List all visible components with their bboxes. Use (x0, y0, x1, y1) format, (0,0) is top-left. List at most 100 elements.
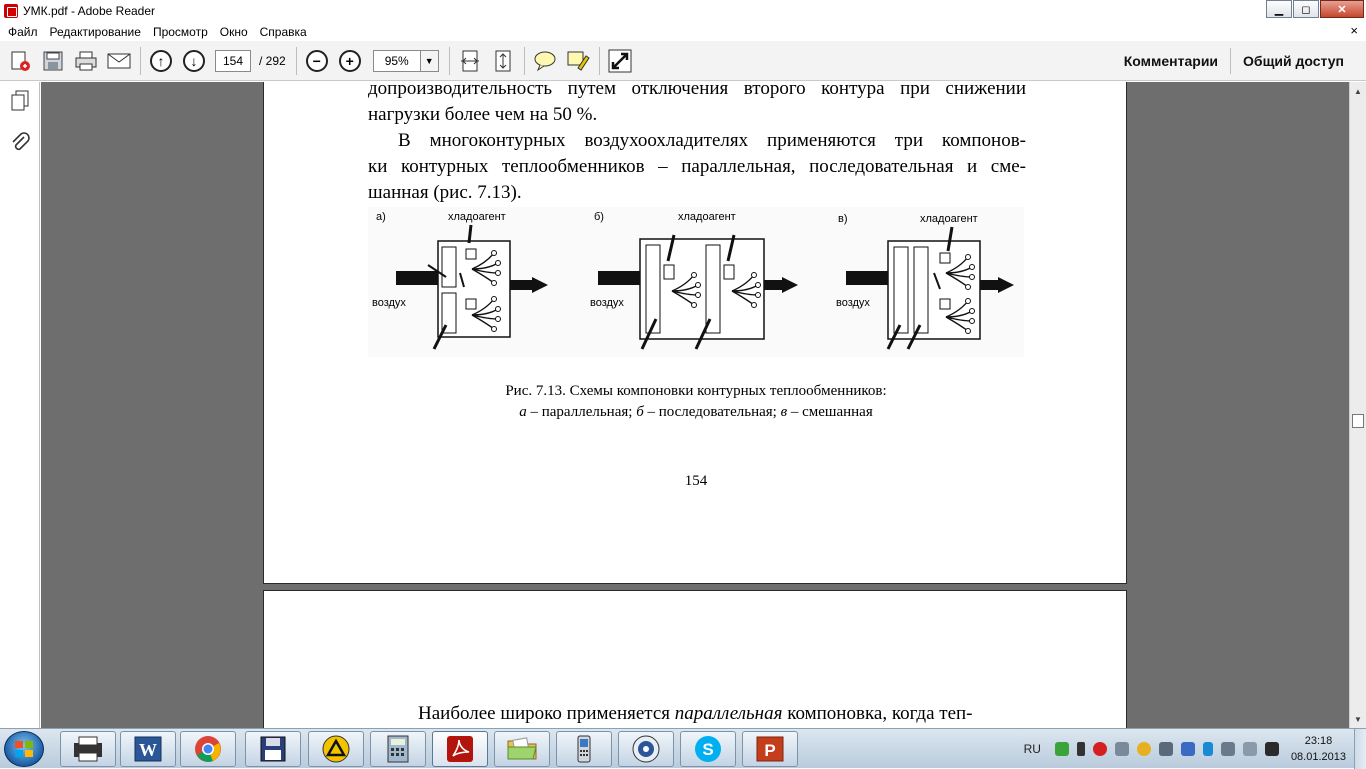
email-icon (107, 53, 131, 68)
save-button[interactable] (39, 47, 67, 75)
figure-label-air: воздух (590, 297, 624, 309)
taskbar-app-daemon[interactable] (308, 731, 364, 767)
taskbar-app-adobe-reader[interactable] (432, 731, 488, 767)
pages-button[interactable] (10, 90, 30, 112)
zoom-value: 95% (384, 53, 409, 68)
close-button[interactable]: ✕ (1320, 0, 1364, 18)
print-icon (75, 51, 97, 70)
scheme-sequential (598, 234, 798, 350)
zoom-out-button[interactable]: − (303, 47, 331, 75)
share-pane-button[interactable]: Общий доступ (1243, 53, 1344, 69)
fit-page-button[interactable] (456, 47, 484, 75)
previous-page-button[interactable]: ↑ (147, 47, 175, 75)
battery-icon[interactable] (1076, 742, 1085, 756)
menu-help[interactable]: Справка (259, 24, 307, 39)
fit-page-icon (460, 50, 479, 71)
language-indicator[interactable]: RU (1023, 742, 1041, 756)
pdf-page: допроизводительность путем отключения вт… (263, 82, 1127, 584)
fit-width-button[interactable] (489, 47, 517, 75)
taskbar-app-calculator[interactable] (370, 731, 426, 767)
taskbar-app-phone[interactable] (556, 731, 612, 767)
close-document-button[interactable]: × (1350, 23, 1358, 38)
next-page-icon: ↓ (183, 49, 205, 72)
print-button[interactable] (72, 47, 100, 75)
minimize-button[interactable]: ▁ (1266, 0, 1292, 18)
menu-view[interactable]: Просмотр (152, 24, 208, 39)
navigation-panel (0, 82, 40, 728)
usb-icon[interactable] (1220, 742, 1235, 756)
menu-window[interactable]: Окно (219, 24, 248, 39)
zoom-in-button[interactable]: + (336, 47, 364, 75)
taskbar-app-media[interactable] (618, 731, 674, 767)
maximize-button[interactable]: ◻ (1293, 0, 1319, 18)
zoom-out-icon: − (305, 49, 328, 72)
figure-drawing (396, 224, 1014, 350)
comments-pane-button[interactable]: Комментарии (1123, 53, 1219, 69)
text-line: ки контурных теплообменников – параллель… (368, 156, 1026, 177)
clock-time: 23:18 (1304, 735, 1333, 747)
taskbar-app-word[interactable]: W (120, 731, 176, 767)
taskbar-app-folder[interactable] (494, 731, 550, 767)
adobe-reader-icon (447, 736, 473, 762)
show-desktop-button[interactable] (1354, 729, 1366, 769)
printer-icon (74, 736, 102, 762)
comment-icon (534, 51, 556, 71)
menu-edit[interactable]: Редактирование (49, 24, 141, 39)
device-icon[interactable] (1158, 742, 1173, 756)
email-button[interactable] (105, 47, 133, 75)
scroll-up-icon[interactable]: ▲ (1354, 86, 1362, 96)
attachments-icon (12, 132, 30, 151)
adobe-reader-app-icon (4, 4, 18, 18)
fullscreen-button[interactable] (606, 47, 634, 75)
previous-page-icon: ↑ (150, 49, 172, 72)
taskbar-app-powerpoint[interactable]: P (742, 731, 798, 767)
document-viewport[interactable]: допроизводительность путем отключения вт… (41, 82, 1349, 728)
create-pdf-button[interactable] (6, 47, 34, 75)
save-disk-icon (260, 736, 286, 762)
update-icon[interactable] (1136, 742, 1151, 756)
vertical-scrollbar[interactable]: ▲ ▼ (1349, 82, 1366, 728)
caption-text: – последовательная; (643, 404, 781, 420)
highlight-button[interactable] (564, 47, 592, 75)
zoom-select[interactable]: 95% ▼ (372, 49, 439, 72)
menu-bar: Файл Редактирование Просмотр Окно Справк… (0, 22, 1366, 41)
taskbar-app-printer[interactable] (60, 731, 116, 767)
taskbar-app-skype[interactable]: S (680, 731, 736, 767)
start-button[interactable] (4, 731, 44, 767)
pen-icon[interactable] (1114, 742, 1129, 756)
fit-width-icon (495, 50, 511, 71)
scroll-thumb[interactable] (1352, 414, 1364, 428)
figure-label-a: а) (376, 211, 386, 223)
page-number: 154 (684, 473, 708, 489)
bluetooth-icon[interactable] (1202, 742, 1213, 756)
wifi-icon[interactable] (1242, 742, 1257, 756)
figure-label-air: воздух (836, 297, 870, 309)
caption-letter-a: а (519, 404, 527, 420)
figure-label-refrigerant: хладоагент (678, 211, 736, 223)
alert-icon[interactable] (1092, 742, 1107, 756)
comment-button[interactable] (531, 47, 559, 75)
page-number-input[interactable]: 154 (215, 49, 251, 72)
scroll-down-icon[interactable]: ▼ (1354, 714, 1362, 724)
taskbar-app-chrome[interactable] (180, 731, 236, 767)
word-icon: W (134, 736, 162, 762)
volume-icon[interactable] (1264, 742, 1279, 756)
figure-label-b: б) (594, 211, 604, 223)
taskbar-app-disk[interactable] (245, 731, 301, 767)
taskbar: W S P RU 23:18 (0, 728, 1366, 769)
toolbar-separator (140, 46, 141, 75)
attachments-button[interactable] (10, 132, 30, 154)
clock[interactable]: 23:18 08.01.2013 (1291, 733, 1346, 765)
next-page-button[interactable]: ↓ (180, 47, 208, 75)
pages-icon (11, 90, 29, 111)
figure-label-c: в) (838, 213, 848, 225)
network-adapter-icon[interactable] (1180, 742, 1195, 756)
chevron-down-icon[interactable]: ▼ (419, 50, 438, 71)
security-icon[interactable] (1054, 742, 1069, 756)
window-controls: ▁ ◻ ✕ (1265, 0, 1364, 18)
save-icon (43, 51, 63, 70)
svg-text:S: S (702, 740, 713, 759)
menu-file[interactable]: Файл (8, 24, 38, 39)
toolbar: ↑ ↓ 154 / 292 − + 95% ▼ Комментарии Общи… (0, 41, 1366, 81)
title-bar: УМК.pdf - Adobe Reader ▁ ◻ ✕ (0, 0, 1366, 22)
